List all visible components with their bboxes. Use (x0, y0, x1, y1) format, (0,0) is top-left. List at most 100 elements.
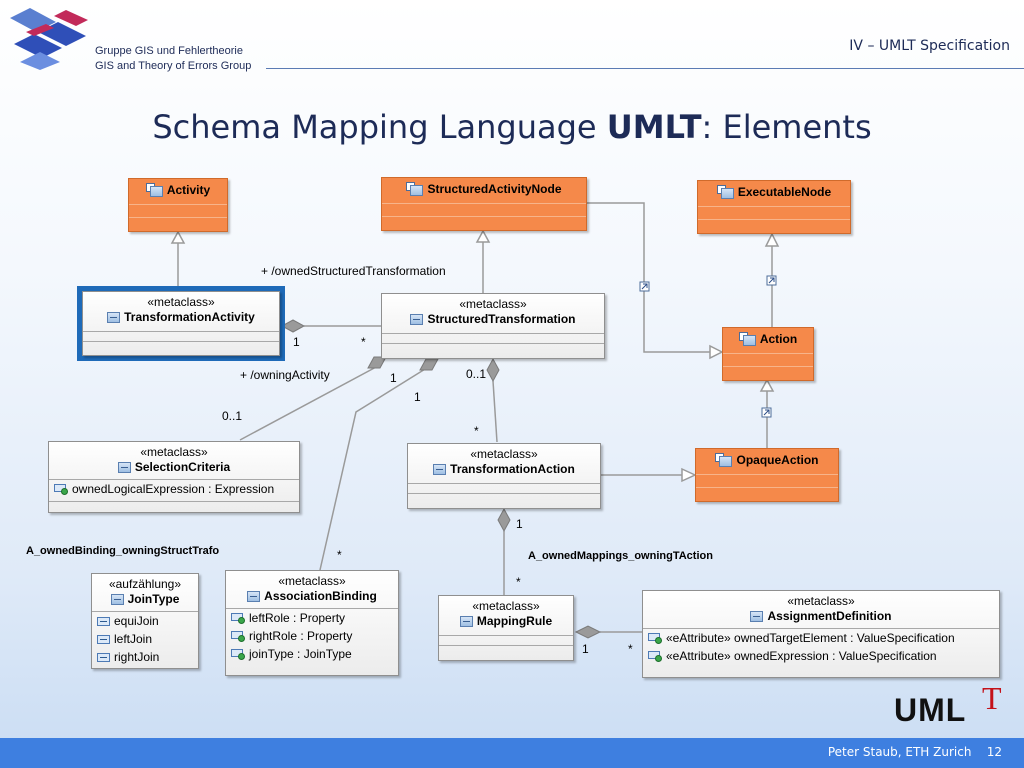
class-icon (145, 183, 163, 197)
class-name: Action (759, 332, 798, 346)
attribute-text: «eAttribute» ownedTargetElement : ValueS… (666, 631, 955, 645)
class-structured-transformation[interactable]: «metaclass» StructuredTransformation (381, 293, 605, 359)
property-icon (648, 650, 662, 662)
class-structured-activity-node[interactable]: StructuredActivityNode (381, 177, 587, 231)
association-name-mappings: A_ownedMappings_owningTAction (528, 550, 713, 562)
class-icon (410, 313, 424, 325)
literal-icon (97, 634, 110, 644)
class-activity[interactable]: Activity (128, 178, 228, 232)
class-icon (715, 453, 733, 467)
class-icon (117, 461, 131, 473)
class-stereotype: «metaclass» (470, 447, 538, 461)
class-icon (107, 311, 121, 323)
class-name: StructuredTransformation (427, 312, 576, 326)
class-mapping-rule[interactable]: «metaclass» MappingRule (438, 595, 574, 661)
composition-diamond (419, 358, 439, 371)
composition-diamond (574, 625, 602, 639)
attribute-row[interactable]: «eAttribute» ownedTargetElement : ValueS… (643, 629, 999, 647)
literal-icon (97, 616, 110, 626)
selection-highlight (77, 286, 285, 361)
literal-icon (97, 652, 110, 662)
class-name: JoinType (127, 592, 180, 606)
class-name: AssignmentDefinition (767, 609, 892, 623)
composition-diamond (497, 507, 511, 533)
class-stereotype: «metaclass» (472, 599, 540, 613)
class-assignment-definition[interactable]: «metaclass» AssignmentDefinition «eAttri… (642, 590, 1000, 678)
title-bold: UMLT (606, 108, 702, 146)
class-icon (406, 182, 424, 196)
enum-icon (110, 593, 124, 605)
multiplicity-label: * (337, 548, 342, 562)
multiplicity-label: 1 (516, 517, 523, 531)
class-stereotype: «metaclass» (140, 445, 208, 459)
nav-marker-icon (639, 275, 777, 418)
property-icon (231, 648, 245, 660)
attribute-text: «eAttribute» ownedExpression : ValueSpec… (666, 649, 937, 663)
enum-join-type[interactable]: «aufzählung» JoinType equiJoin leftJoin … (91, 573, 199, 669)
enum-literal[interactable]: equiJoin (92, 612, 198, 630)
enum-literal[interactable]: leftJoin (92, 630, 198, 648)
class-icon (750, 610, 764, 622)
class-stereotype: «metaclass» (787, 594, 855, 608)
section-title: IV – UMLT Specification (849, 38, 1010, 54)
class-executable-node[interactable]: ExecutableNode (697, 180, 851, 234)
class-opaque-action[interactable]: OpaqueAction (695, 448, 839, 502)
umlt-logo: UML T (894, 680, 1009, 730)
footer-bar (0, 738, 1024, 768)
title-suffix: : Elements (701, 108, 872, 146)
multiplicity-label: 0..1 (466, 367, 487, 381)
attribute-row[interactable]: «eAttribute» ownedExpression : ValueSpec… (643, 647, 999, 665)
class-name: ExecutableNode (737, 185, 832, 199)
association-name-binding: A_ownedBinding_owningStructTrafo (26, 545, 220, 557)
attribute-text: leftRole : Property (249, 611, 346, 625)
role-owning-activity: + /owningActivity (240, 368, 330, 382)
gen-arrow-action-left (709, 344, 724, 360)
multiplicity-label: * (628, 642, 633, 656)
umlt-logo-t: T (982, 680, 1002, 716)
group-logo-icon (10, 8, 88, 70)
attribute-row[interactable]: rightRole : Property (226, 627, 398, 645)
class-action[interactable]: Action (722, 327, 814, 381)
assoc-structtrafo-selectioncriteria (239, 365, 379, 441)
class-stereotype: «metaclass» (147, 295, 215, 309)
gen-structuredactivitynode-action (587, 202, 710, 353)
gen-arrow-action-bottom (759, 378, 775, 392)
group-name: Gruppe GIS und Fehlertheorie GIS and The… (95, 44, 251, 74)
class-name: Activity (166, 183, 211, 197)
property-icon (54, 483, 68, 495)
attribute-row[interactable]: ownedLogicalExpression : Expression (49, 480, 299, 498)
class-name: AssociationBinding (264, 589, 377, 603)
class-transformation-action[interactable]: «metaclass» TransformationAction (407, 443, 601, 509)
composition-diamond (280, 319, 306, 333)
group-name-line2: GIS and Theory of Errors Group (95, 60, 252, 72)
title-prefix: Schema Mapping Language (152, 108, 607, 146)
attribute-text: rightRole : Property (249, 629, 353, 643)
header-divider (266, 68, 1024, 69)
umlt-logo-text: UML (894, 692, 967, 728)
class-name: SelectionCriteria (134, 460, 231, 474)
group-name-line1: Gruppe GIS und Fehlertheorie (95, 45, 243, 57)
attribute-text: ownedLogicalExpression : Expression (72, 482, 275, 496)
assoc-structtrafo-associationbinding (319, 365, 431, 571)
class-association-binding[interactable]: «metaclass» AssociationBinding leftRole … (225, 570, 399, 676)
literal-text: rightJoin (114, 650, 160, 664)
class-stereotype: «metaclass» (278, 574, 346, 588)
multiplicity-label: 0..1 (222, 409, 243, 423)
class-selection-criteria[interactable]: «metaclass» SelectionCriteria ownedLogic… (48, 441, 300, 513)
class-stereotype: «metaclass» (459, 297, 527, 311)
multiplicity-label: 1 (390, 371, 397, 385)
enum-literal[interactable]: rightJoin (92, 648, 198, 666)
class-icon (433, 463, 447, 475)
attribute-text: joinType : JoinType (249, 647, 352, 661)
attribute-row[interactable]: leftRole : Property (226, 609, 398, 627)
class-transformation-activity[interactable]: «metaclass» TransformationActivity (82, 291, 280, 356)
gen-arrow-structuredactivitynode (475, 229, 491, 243)
multiplicity-label: * (474, 424, 479, 438)
class-icon (247, 590, 261, 602)
property-icon (231, 630, 245, 642)
multiplicity-label: 1 (414, 390, 421, 404)
literal-text: leftJoin (114, 632, 153, 646)
attribute-row[interactable]: joinType : JoinType (226, 645, 398, 663)
class-stereotype: «aufzählung» (108, 577, 182, 591)
